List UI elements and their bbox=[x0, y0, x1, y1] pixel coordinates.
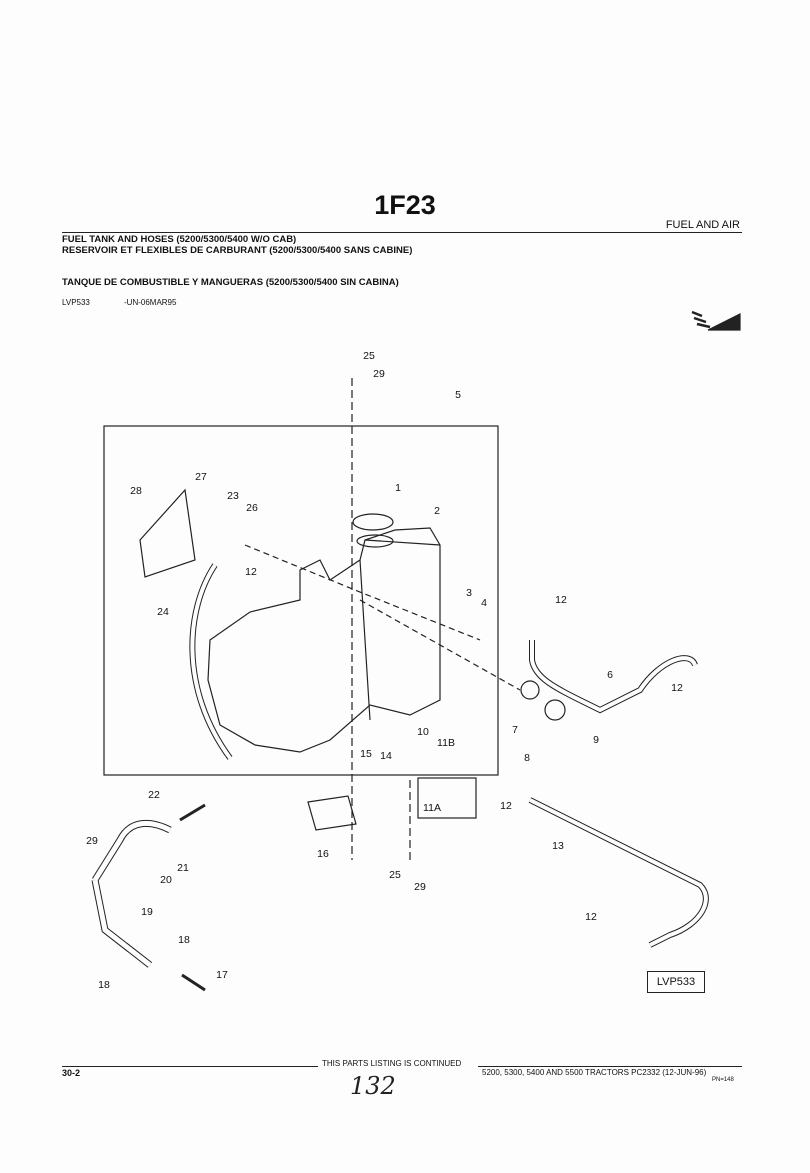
part-7 bbox=[520, 680, 540, 700]
callout-label: 29 bbox=[414, 881, 426, 893]
callout-label: 20 bbox=[160, 874, 172, 886]
callout-label: 12 bbox=[500, 800, 512, 812]
page-number: 30-2 bbox=[62, 1068, 81, 1078]
plate-27 bbox=[139, 488, 196, 578]
bracket-19 bbox=[91, 819, 172, 968]
callout-label: 29 bbox=[373, 368, 385, 380]
assembly-frame bbox=[103, 425, 499, 776]
footer-models: 5200, 5300, 5400 AND 5500 TRACTORS PC233… bbox=[482, 1068, 707, 1077]
callout-label: 9 bbox=[593, 734, 599, 746]
title-spanish: TANQUE DE COMBUSTIBLE Y MANGUERAS (5200/… bbox=[62, 277, 399, 288]
callout-label: 11B bbox=[437, 737, 455, 749]
callout-label: 12 bbox=[585, 911, 597, 923]
callout-label: 22 bbox=[148, 789, 160, 801]
continued-note: THIS PARTS LISTING IS CONTINUED bbox=[322, 1059, 462, 1068]
callout-label: 16 bbox=[317, 848, 329, 860]
bolt-17 bbox=[181, 973, 206, 992]
hose-13 bbox=[528, 797, 709, 948]
callout-label: 15 bbox=[360, 748, 372, 760]
callout-label: 6 bbox=[607, 669, 613, 681]
callout-label: 18 bbox=[98, 979, 110, 991]
callout-label: 29 bbox=[86, 835, 98, 847]
callout-label: 10 bbox=[417, 726, 429, 738]
handwritten-page-number: 132 bbox=[350, 1072, 396, 1100]
fuel-tank bbox=[207, 527, 441, 753]
callout-label: 21 bbox=[177, 862, 189, 874]
callout-label: 25 bbox=[389, 869, 401, 881]
footer-divider bbox=[62, 1066, 318, 1067]
callout-label: 2 bbox=[434, 505, 440, 517]
callout-label: 14 bbox=[380, 750, 392, 762]
callout-label: 12 bbox=[671, 682, 683, 694]
callout-label: 18 bbox=[178, 934, 190, 946]
callout-label: 25 bbox=[363, 350, 375, 362]
illustration-date: -UN-06MAR95 bbox=[124, 298, 177, 307]
callout-label: 8 bbox=[524, 752, 530, 764]
illustration-id: LVP533 bbox=[62, 298, 90, 307]
direction-arrow-icon bbox=[691, 310, 741, 331]
callout-label: 5 bbox=[455, 389, 461, 401]
callout-label: 11A bbox=[423, 802, 441, 814]
title-french: RESERVOIR ET FLEXIBLES DE CARBURANT (520… bbox=[62, 245, 413, 256]
callout-label: 17 bbox=[216, 969, 228, 981]
callout-label: 28 bbox=[130, 485, 142, 497]
pad-16 bbox=[307, 795, 357, 831]
footer-divider bbox=[478, 1066, 742, 1067]
pn-number: PN=148 bbox=[712, 1077, 734, 1083]
callout-label: 23 bbox=[227, 490, 239, 502]
group-code: 1F23 bbox=[374, 190, 436, 220]
illustration-reference-box: LVP533 bbox=[647, 971, 705, 993]
callout-label: 3 bbox=[466, 587, 472, 599]
callout-label: 27 bbox=[195, 471, 207, 483]
callout-label: 19 bbox=[141, 906, 153, 918]
section-name: FUEL AND AIR bbox=[665, 219, 740, 231]
callout-label: 26 bbox=[246, 502, 258, 514]
header-divider bbox=[62, 232, 742, 233]
callout-label: 12 bbox=[245, 566, 257, 578]
callout-label: 24 bbox=[157, 606, 169, 618]
callout-label: 12 bbox=[555, 594, 567, 606]
callout-label: 4 bbox=[481, 597, 487, 609]
detail-box-11a bbox=[417, 777, 477, 819]
callout-label: 1 bbox=[395, 482, 401, 494]
fuel-cap bbox=[352, 513, 394, 531]
bolt-22 bbox=[179, 803, 206, 822]
callout-label: 7 bbox=[512, 724, 518, 736]
title-english: FUEL TANK AND HOSES (5200/5300/5400 W/O … bbox=[62, 234, 297, 245]
callout-label: 13 bbox=[552, 840, 564, 852]
part-9 bbox=[544, 699, 566, 721]
